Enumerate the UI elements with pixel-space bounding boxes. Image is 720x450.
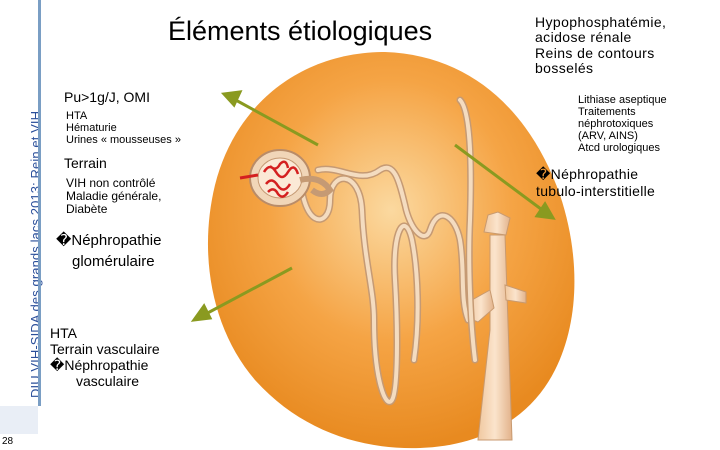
right-line: Reins de contours — [535, 44, 655, 61]
right-sub-item: néphrotoxiques — [578, 117, 654, 130]
blood-vessel — [467, 211, 527, 441]
bottom-block: HTA Terrain vasculaire �Néphropathie vas… — [50, 325, 160, 389]
left-sub-2-item: Diabète — [66, 201, 108, 216]
sidebar-logo — [0, 406, 38, 434]
right-line: acidose rénale — [535, 29, 632, 46]
kidney-shape — [207, 52, 575, 449]
left-line-1: Pu>1g/J, OMI — [64, 89, 150, 105]
left-sub-1: HTA Hématurie Urines « mousseuses » — [66, 110, 181, 147]
right-sub-item: Traitements — [578, 105, 636, 118]
bottom-line: vasculaire — [76, 373, 140, 390]
right-sub-item: Atcd urologiques — [578, 141, 660, 154]
right-conclusion-2: tubulo-interstitielle — [536, 183, 656, 199]
left-conclusion-1: �Néphropathie — [56, 232, 162, 249]
left-sub-2-item: Maladie générale, — [66, 188, 162, 203]
right-sub-item: Lithiase aseptique — [578, 94, 667, 106]
left-line-2: Terrain — [64, 155, 107, 171]
nephron-illustration — [296, 96, 479, 406]
sidebar-divider — [38, 0, 41, 406]
bottom-line: HTA — [50, 325, 77, 341]
page-number: 28 — [2, 436, 14, 447]
left-sub-2: VIH non contrôlé Maladie générale, Diabè… — [66, 177, 161, 216]
bottom-line: Terrain vasculaire — [50, 341, 160, 358]
bottom-line: �Néphropathie — [50, 357, 149, 374]
left-sub-1-item: HTA — [66, 110, 88, 122]
right-sub: Lithiase aseptique Traitements néphrotox… — [578, 94, 667, 154]
right-line: bosselés — [535, 60, 594, 77]
right-conclusion-1: �Néphropathie — [536, 166, 639, 182]
page-title: Éléments étiologiques — [168, 16, 433, 46]
left-conclusion-2: glomérulaire — [72, 253, 155, 270]
left-sub-1-item: Hématurie — [66, 121, 117, 134]
right-line: Hypophosphatémie, — [535, 14, 667, 30]
right-block: Hypophosphatémie, acidose rénale Reins d… — [535, 14, 667, 77]
glomerulus-icon — [239, 149, 334, 207]
sidebar: DIU VIH-SIDA des grands lacs 2013: Rein … — [0, 0, 43, 450]
left-sub-1-item: Urines « mousseuses » — [66, 133, 181, 146]
left-sub-2-item: VIH non contrôlé — [66, 176, 156, 190]
right-sub-item: (ARV, AINS) — [578, 129, 638, 142]
arrow-icon — [190, 90, 556, 322]
